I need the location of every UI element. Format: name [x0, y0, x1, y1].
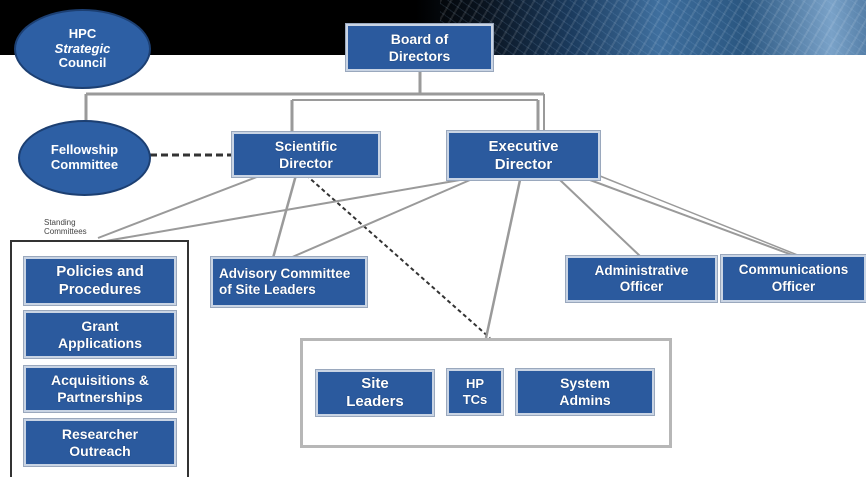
hpc-strategic-council-oval: HPC Strategic Council	[14, 9, 151, 89]
advisory-committee-box: Advisory Committee of Site Leaders	[211, 257, 367, 307]
hp-tcs-line2: TCs	[462, 392, 488, 407]
standing-label-line2: Committees	[44, 226, 87, 236]
executive-line2: Director	[494, 155, 553, 173]
connector-exec-bottom-group	[484, 179, 522, 339]
dashed-sci-bottom-group	[305, 174, 491, 339]
banner-texture-image	[440, 0, 866, 55]
researcher-outreach-box: Researcher Outreach	[24, 419, 176, 466]
site-leaders-line1: Site	[361, 375, 389, 392]
site-leaders-line2: Leaders	[346, 393, 404, 410]
connector-exec-admin	[559, 179, 641, 257]
standing-committees-label: Standing Committees	[44, 218, 104, 237]
connector-sci-advisory	[271, 174, 298, 259]
policies-procedures-box: Policies and Procedures	[24, 257, 176, 305]
connector-sci-standing	[97, 174, 263, 239]
executive-line1: Executive	[488, 137, 559, 155]
system-admins-box: System Admins	[516, 369, 654, 415]
standing-label-line1: Standing	[44, 218, 76, 227]
administrative-line1: Administrative	[594, 262, 689, 278]
policies-line2: Procedures	[58, 281, 142, 298]
grant-line2: Applications	[57, 334, 142, 351]
communications-officer-box: Communications Officer	[721, 255, 866, 302]
communications-line2: Officer	[771, 278, 816, 294]
grant-line1: Grant	[81, 317, 119, 334]
scientific-line1: Scientific	[274, 137, 338, 154]
researcher-line1: Researcher	[61, 425, 139, 442]
connector-exec-advisory	[289, 179, 471, 259]
policies-line1: Policies and	[56, 263, 144, 280]
connector-exec-comm-2	[599, 175, 801, 257]
fellowship-committee-oval: Fellowship Committee	[18, 120, 151, 196]
fellowship-line2: Committee	[50, 157, 119, 172]
board-line2: Directors	[388, 47, 451, 64]
researcher-line2: Outreach	[69, 442, 131, 459]
system-admins-line2: Admins	[559, 392, 611, 408]
hp-tcs-box: HP TCs	[447, 369, 503, 415]
advisory-line1: Advisory Committee	[219, 265, 351, 281]
administrative-line2: Officer	[619, 279, 664, 294]
site-leaders-box: Site Leaders	[316, 370, 434, 416]
hpc-council-line3: Council	[58, 55, 107, 71]
executive-director-box: Executive Director	[447, 131, 600, 180]
board-of-directors-box: Board of Directors	[346, 24, 493, 71]
acquisitions-line1: Acquisitions &	[50, 372, 149, 389]
communications-line1: Communications	[738, 262, 849, 278]
hpc-council-line1: HPC	[68, 25, 97, 41]
system-admins-line1: System	[560, 375, 610, 392]
acquisitions-line2: Partnerships	[57, 389, 143, 405]
grant-applications-box: Grant Applications	[24, 311, 176, 358]
hp-tcs-line1: HP	[465, 376, 485, 392]
connector-exec-comm	[589, 179, 796, 257]
connector-exec-standing	[99, 179, 461, 243]
acquisitions-partnerships-box: Acquisitions & Partnerships	[24, 366, 176, 412]
hpc-council-line2: Strategic	[54, 40, 111, 56]
scientific-director-box: Scientific Director	[232, 132, 380, 177]
advisory-line2: of Site Leaders	[219, 282, 316, 297]
board-line1: Board of	[390, 30, 449, 47]
scientific-line2: Director	[279, 154, 333, 171]
administrative-officer-box: Administrative Officer	[566, 256, 717, 302]
fellowship-line1: Fellowship	[50, 142, 119, 158]
